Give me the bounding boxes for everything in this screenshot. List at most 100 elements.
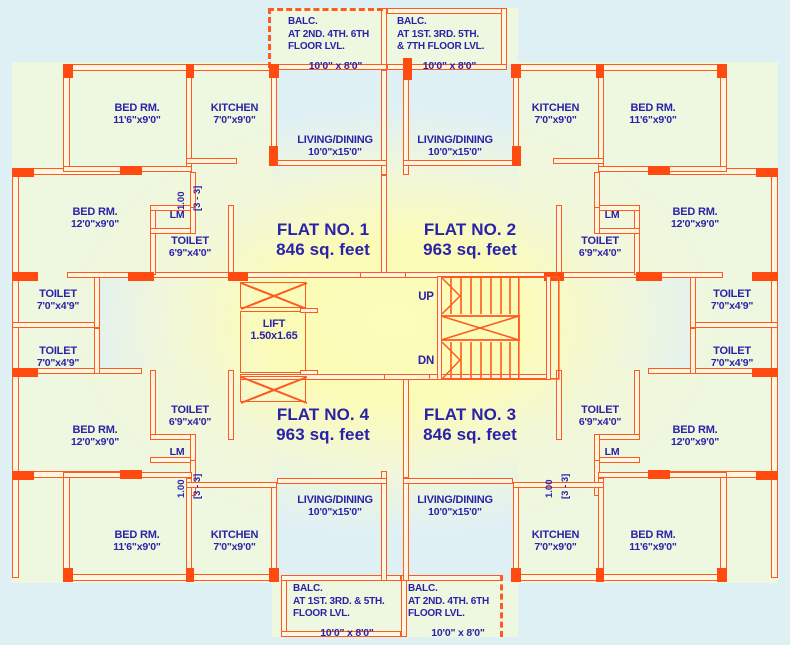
column-tr-c [511, 64, 521, 78]
toilet-ur-name: TOILET [713, 288, 751, 300]
lift-size: 1.50x1.65 [250, 330, 298, 343]
room-label-bed-br: BED RM. 11'6"x9'0" [598, 529, 708, 553]
wall-lift-stub-bot [300, 370, 318, 375]
balc-bl-line1: BALC. [293, 583, 323, 594]
balc-tr-line1: BALC. [397, 16, 427, 27]
dashed-balc-br-right [500, 575, 503, 637]
room-label-bed-bl: BED RM. 11'6"x9'0" [82, 529, 192, 553]
wall-left-toilet-mid [12, 322, 100, 328]
flat-2-name: FLAT NO. 2 [423, 220, 517, 239]
duct-width-br: 1.00 [544, 463, 555, 499]
lift-shaft [240, 311, 306, 373]
wall-bl-living-right [381, 471, 387, 581]
column-l-mid-b [12, 368, 38, 377]
room-label-bed-tl: BED RM. 11'6"x9'0" [82, 102, 192, 126]
column-bl-d [120, 470, 142, 479]
balc-tl-line1: BALC. [288, 16, 318, 27]
column-tr-a [717, 64, 727, 78]
lm-br-text: LM [604, 446, 620, 458]
bed-bl-name: BED RM. [114, 529, 160, 541]
wall-br-living-top [403, 478, 513, 484]
room-label-living-tr: LIVING/DINING 10'0"x15'0" [405, 134, 505, 158]
room-label-kitchen-bl: KITCHEN 7'0"x9'0" [192, 529, 277, 553]
column-tr-b [596, 64, 604, 78]
bed2-bl-name: BED RM. [72, 424, 118, 436]
duct-bracket-br-text: [3 - 3] [560, 473, 571, 499]
column-tl-d [269, 146, 278, 166]
toilet-tl-dim: 6'9"x4'0" [168, 246, 212, 259]
balc-tr-dim: 10'0" x 8'0" [422, 59, 477, 72]
bed2-bl-dim: 12'0"x9'0" [71, 435, 119, 448]
duct-width-br-text: 1.00 [544, 479, 555, 499]
flat-4-area: 963 sq. feet [276, 425, 370, 445]
dashed-balc-tl-top [268, 8, 383, 11]
wall-tr-toilet-lmbot [595, 228, 640, 234]
wall-tl-living-right [381, 70, 387, 175]
column-tr-toilet [636, 272, 662, 281]
wall-stair-left [437, 276, 442, 380]
column-tl-a [63, 64, 73, 78]
living-br-dim: 10'0"x15'0" [428, 505, 482, 518]
wall-left-toilet-r2 [94, 328, 100, 374]
column-tl-b [186, 64, 194, 78]
flat-title-2: FLAT NO. 2 963 sq. feet [405, 220, 535, 260]
room-label-living-bl: LIVING/DINING 10'0"x15'0" [285, 494, 385, 518]
column-br-d [648, 470, 670, 479]
kitchen-bl-dim: 7'0"x9'0" [213, 540, 256, 553]
column-tr-f [648, 166, 670, 175]
lm-label-br: LM [598, 446, 626, 458]
balcony-label-top-right: BALC. AT 1ST. 3RD. 5TH. & 7TH FLOOR LVL.… [397, 16, 502, 73]
column-tl-toilet [128, 272, 154, 281]
wall-lift-stub-top [300, 308, 318, 313]
wall-right-toilet-mid [690, 322, 778, 328]
duct-width-tl: 1.00 [176, 175, 187, 211]
balc-br-line1: BALC. [408, 583, 438, 594]
stair-up-label: UP [412, 291, 440, 303]
kitchen-br-dim: 7'0"x9'0" [534, 540, 577, 553]
toilet-bl-dim: 6'9"x4'0" [168, 415, 212, 428]
wall-tr-living-bottom [403, 160, 513, 166]
flat-title-3: FLAT NO. 3 846 sq. feet [405, 405, 535, 445]
living-br-name: LIVING/DINING [417, 494, 493, 506]
room-label-toilet-br: TOILET 6'9"x4'0" [550, 404, 650, 428]
living-bl-name: LIVING/DINING [297, 494, 373, 506]
flat-title-4: FLAT NO. 4 963 sq. feet [258, 405, 388, 445]
wall-balc-tr-top [387, 8, 507, 14]
bed-br-dim: 11'6"x9'0" [629, 540, 677, 553]
wall-bl-toilet-right [228, 370, 234, 440]
column-br-a [717, 568, 727, 582]
bed2-tr-name: BED RM. [672, 206, 718, 218]
column-l-mid-a [12, 272, 38, 281]
balc-br-line3: FLOOR LVL. [408, 608, 465, 619]
duct-width-tl-text: 1.00 [176, 191, 187, 211]
wall-bl-toilet-lmtop [150, 434, 195, 440]
wall-tl-top [63, 64, 278, 71]
room-label-toilet-upper-left: TOILET 7'0"x4'9" [18, 288, 98, 312]
wall-stair-right [546, 276, 551, 380]
wall-balc-bm-mid [401, 575, 407, 637]
living-tr-name: LIVING/DINING [417, 134, 493, 146]
duct-bracket-bl-text: [3 - 3] [192, 473, 203, 499]
column-bl-b [186, 568, 194, 582]
flat-1-name: FLAT NO. 1 [276, 220, 370, 239]
room-label-bed2-bl: BED RM. 12'0"x9'0" [40, 424, 150, 448]
wall-balc-bl-left [281, 575, 287, 637]
flat-title-1: FLAT NO. 1 846 sq. feet [258, 220, 388, 260]
balcony-label-bottom-right: BALC. AT 2ND. 4TH. 6TH FLOOR LVL. 10'0" … [408, 583, 508, 640]
toilet-ul-dim: 7'0"x4'9" [36, 299, 80, 312]
bed-tr-name: BED RM. [630, 102, 676, 114]
bed2-tl-dim: 12'0"x9'0" [71, 217, 119, 230]
duct-bracket-tl: [3 - 3] [192, 173, 203, 211]
duct-width-bl-text: 1.00 [176, 479, 187, 499]
wall-tr-right [720, 64, 727, 174]
wall-tr-duct [594, 172, 600, 208]
wall-bl-living-top [277, 478, 387, 484]
wall-core-entry-bot [384, 374, 430, 380]
flat-1-area: 846 sq. feet [276, 240, 370, 260]
toilet-tr-name: TOILET [581, 235, 619, 247]
living-bl-dim: 10'0"x15'0" [308, 505, 362, 518]
lm-label-bl: LM [163, 446, 191, 458]
lift-cross-icons [240, 282, 308, 404]
column-r-mid-b [752, 368, 778, 377]
